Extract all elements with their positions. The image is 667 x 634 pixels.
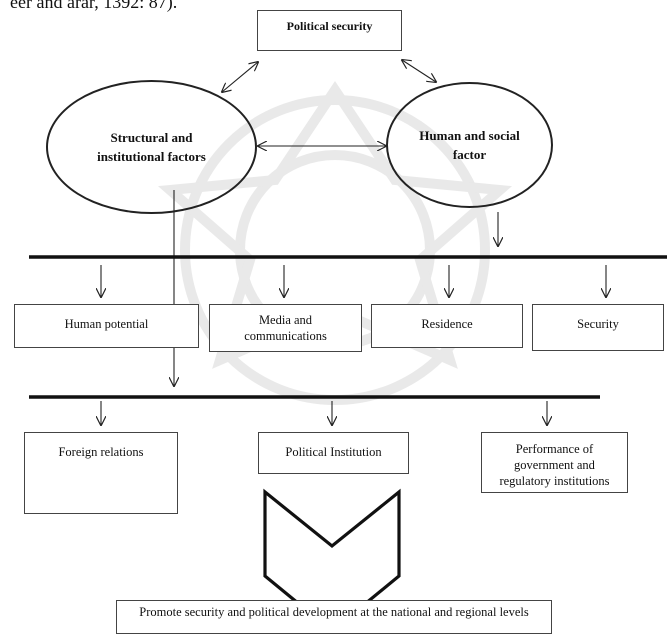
human-social-factor-label: Human and social factor	[419, 128, 520, 162]
node-performance: Performance of government and regulatory…	[481, 432, 628, 493]
node-structural-factors: Structural and institutional factors	[46, 80, 257, 214]
chevron-down-icon	[263, 488, 401, 634]
node-political-institution: Political Institution	[258, 432, 409, 474]
node-political-security: Political security	[257, 10, 402, 51]
node-security: Security	[532, 304, 664, 351]
arrow-political-human	[402, 60, 436, 82]
node-promote-security: Promote security and political developme…	[116, 600, 552, 634]
node-foreign-relations: Foreign relations	[24, 432, 178, 514]
node-human-potential: Human potential	[14, 304, 199, 348]
structural-factors-label: Structural and institutional factors	[97, 130, 206, 164]
node-human-social-factor: Human and social factor	[386, 82, 553, 208]
node-residence: Residence	[371, 304, 523, 348]
caption-fragment: eer and arar, 1392: 87).	[10, 0, 178, 12]
arrow-political-structural	[222, 62, 258, 92]
node-media-communications: Media and communications	[209, 304, 362, 352]
